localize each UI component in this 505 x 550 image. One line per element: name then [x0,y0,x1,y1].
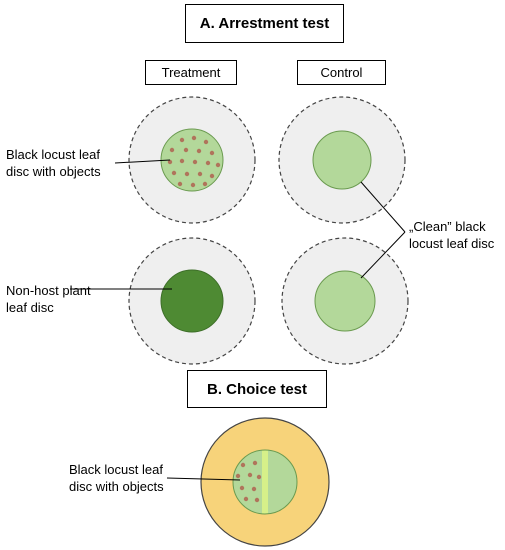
control-label: Control [297,60,386,85]
object-dot [251,486,257,492]
pointer-line-clean-bottom [360,231,406,279]
treatment-label: Treatment [145,60,237,85]
label-choice-black-locust-with-objects: Black locust leaf disc with objects [69,462,164,494]
object-dot [179,158,185,164]
object-dot [191,135,197,141]
object-dot [203,139,209,145]
object-dot [209,173,215,179]
object-dot [171,170,177,176]
object-dot [209,150,215,156]
object-dot [167,159,173,165]
label-non-host-leaf-disc: Non-host plant leaf disc [6,283,91,315]
objects-on-choice-disc [235,460,262,503]
choice-center-strip [262,450,268,514]
object-dot [192,159,198,165]
object-dot [239,485,245,491]
object-dot [202,181,208,187]
pointer-line-choice [166,477,241,481]
object-dot [243,496,249,502]
choice-test-title: B. Choice test [187,370,327,408]
leaf-disc-clean-top [312,130,372,190]
object-dot [169,147,175,153]
arrestment-test-title: A. Arrestment test [185,4,344,43]
leaf-disc-non-host [160,269,224,333]
pointer-line-clean-top [360,181,406,233]
object-dot [183,147,189,153]
leaf-disc-clean-bottom [314,270,376,332]
choice-disc-outline [232,449,298,515]
objects-on-leaf-disc [167,135,221,188]
object-dot [252,460,258,466]
object-dot [177,181,183,187]
object-dot [256,474,262,480]
object-dot [190,182,196,188]
object-dot [235,473,241,479]
object-dot [196,148,202,154]
object-dot [179,137,185,143]
object-dot [197,171,203,177]
object-dot [184,171,190,177]
label-black-locust-with-objects: Black locust leaf disc with objects [6,147,101,179]
label-clean-black-locust: „Clean” black locust leaf disc [409,219,495,251]
object-dot [247,472,253,478]
object-dot [240,462,246,468]
object-dot [215,162,221,168]
object-dot [254,497,260,503]
object-dot [205,160,211,166]
pointer-line-objects [114,159,171,164]
